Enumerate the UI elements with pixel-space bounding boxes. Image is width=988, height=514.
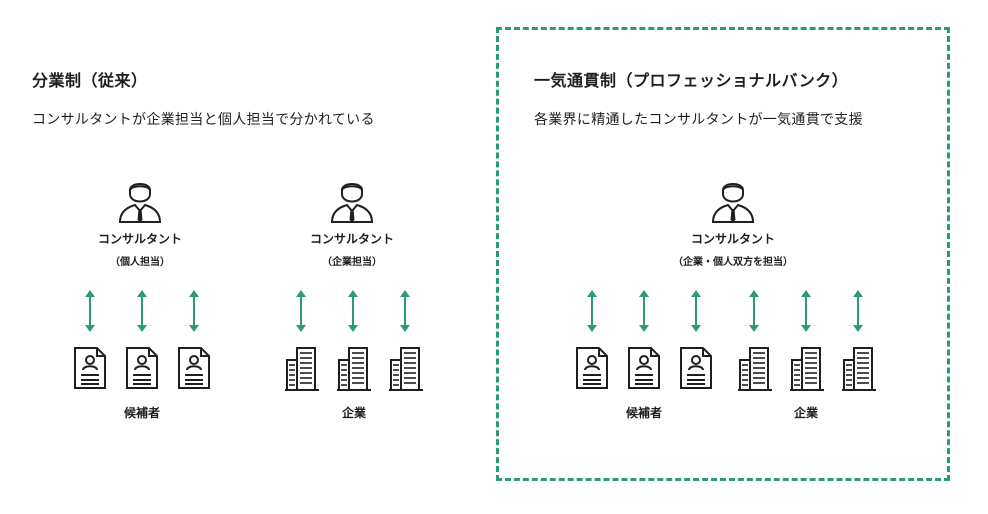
consultant-individual: コンサルタント （個人担当） <box>90 178 190 268</box>
consultant-scope: （個人担当） <box>110 257 170 268</box>
double-arrow-icon <box>348 290 358 332</box>
building-icon <box>738 347 772 391</box>
companies-caption: 企業 <box>793 406 818 420</box>
resume-icon <box>680 347 712 389</box>
double-arrow-icon <box>587 290 597 332</box>
integrated-model-title: 一気通貫制（プロフェッショナルバンク） <box>534 71 849 90</box>
separated-model-description: コンサルタントが企業担当と個人担当で分かれている <box>32 112 375 128</box>
double-arrow-icon <box>137 290 147 332</box>
consultant-role: コンサルタント <box>309 232 394 246</box>
building-icon <box>842 347 876 391</box>
resume-icon <box>628 347 660 389</box>
double-arrow-icon <box>189 290 199 332</box>
consultant-icon <box>118 183 162 223</box>
integrated-model-panel <box>496 27 950 481</box>
companies-caption: 企業 <box>341 406 366 420</box>
candidates-caption: 候補者 <box>625 406 662 420</box>
double-arrow-icon <box>801 290 811 332</box>
consultant-icon <box>330 183 374 223</box>
double-arrow-icon <box>853 290 863 332</box>
building-icon <box>790 347 824 391</box>
separated-model-title: 分業制（従来） <box>32 71 148 90</box>
double-arrow-icon <box>691 290 701 332</box>
consultant-both: コンサルタント （企業・個人双方を担当） <box>658 178 808 268</box>
integrated-model-description: 各業界に精通したコンサルタントが一気通貫で支援 <box>534 112 863 128</box>
consultant-company: コンサルタント （企業担当） <box>302 178 402 268</box>
consultant-role: コンサルタント <box>690 232 775 246</box>
resume-icon <box>178 347 210 389</box>
resume-icon <box>74 347 106 389</box>
double-arrow-icon <box>85 290 95 332</box>
building-icon <box>389 347 423 391</box>
double-arrow-icon <box>400 290 410 332</box>
candidates-caption: 候補者 <box>123 406 160 420</box>
resume-icon <box>126 347 158 389</box>
double-arrow-icon <box>639 290 649 332</box>
building-icon <box>337 347 371 391</box>
double-arrow-icon <box>749 290 759 332</box>
building-icon <box>285 347 319 391</box>
consultant-scope: （企業担当） <box>322 257 382 268</box>
consultant-icon <box>711 183 755 223</box>
resume-icon <box>576 347 608 389</box>
consultant-role: コンサルタント <box>97 232 182 246</box>
separated-model-panel: 分業制（従来） コンサルタントが企業担当と個人担当で分かれている コンサルタント… <box>0 0 480 514</box>
double-arrow-icon <box>296 290 306 332</box>
consultant-scope: （企業・個人双方を担当） <box>673 257 793 268</box>
